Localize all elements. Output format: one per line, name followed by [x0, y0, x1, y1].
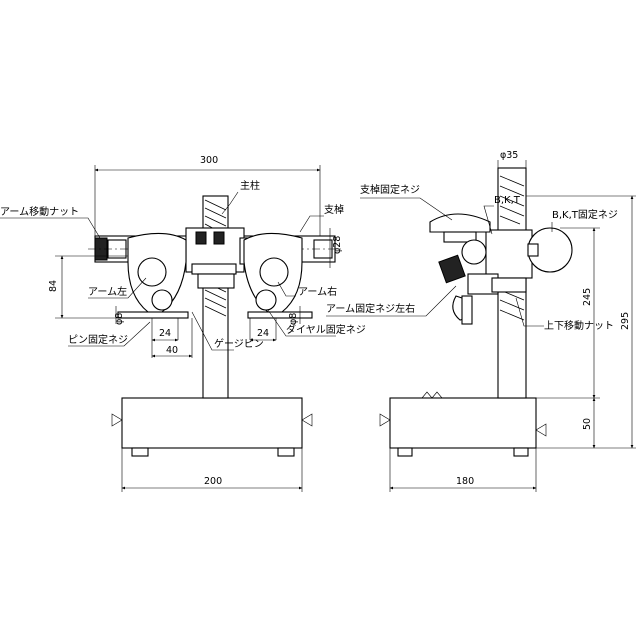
dim-phi28: φ28: [329, 228, 343, 268]
label-updown-nut: 上下移動ナット: [544, 319, 614, 332]
label-dial-lock-screw: ダイヤル固定ネジ: [286, 323, 366, 336]
dim-phi28-label: φ28: [332, 236, 343, 254]
front-callouts: 主柱 支棹 アーム移動ナット アーム左 アーム右 ピン固定ネジ ゲージピン ダイ…: [0, 179, 366, 351]
front-clamp-block: [185, 227, 253, 289]
dim-phi8-right: φ8: [288, 306, 301, 325]
front-base: [111, 397, 313, 457]
dim-84: 84: [48, 255, 128, 319]
side-callouts: 支棹固定ネジ B,K,T B,K,T固定ネジ アーム固定ネジ左右 上下移動ナット: [326, 183, 618, 332]
label-arm-move-nut: アーム移動ナット: [0, 205, 79, 218]
front-main-column: [202, 195, 229, 399]
label-arm-left: アーム左: [88, 285, 127, 298]
dim-24-right: 24: [249, 318, 277, 342]
dim-245-label: 245: [582, 288, 593, 306]
side-rod-lock-knob: [429, 213, 491, 325]
label-support-rod: 支棹: [324, 203, 344, 216]
dim-40: 40: [151, 318, 193, 358]
label-bkt: B,K,T: [494, 195, 521, 206]
side-bkt-sphere: [527, 227, 573, 273]
dim-heights: 295 245 50: [526, 195, 636, 449]
label-gauge-pin: ゲージピン: [214, 338, 264, 350]
dim-295-label: 295: [620, 312, 631, 330]
dim-180: 180: [389, 448, 537, 492]
side-base: [379, 391, 547, 457]
dim-300: 300: [94, 155, 321, 236]
dim-200-label: 200: [204, 476, 222, 487]
dim-24-left-label: 24: [159, 328, 171, 339]
dim-50-label: 50: [582, 418, 593, 430]
dim-180-label: 180: [456, 476, 474, 487]
label-rod-lock-screw: 支棹固定ネジ: [360, 183, 420, 196]
label-main-column: 主柱: [240, 179, 260, 192]
label-bkt-lock-screw: B,K,T固定ネジ: [552, 208, 618, 221]
dim-phi35-label: φ35: [500, 150, 518, 161]
dim-phi8-left-label: φ8: [114, 313, 125, 325]
front-view: 300 84 φ28 φ8 φ8 24: [0, 155, 366, 492]
dim-phi35: φ35: [497, 150, 527, 168]
front-arm-left: [117, 232, 189, 319]
label-pin-lock-screw: ピン固定ネジ: [68, 333, 128, 346]
dim-phi8-left: φ8: [114, 306, 125, 325]
label-arm-right: アーム右: [298, 285, 337, 298]
dim-300-label: 300: [200, 155, 218, 166]
dim-24-right-label: 24: [257, 328, 269, 339]
dim-200: 200: [121, 448, 303, 492]
dim-24-left: 24: [151, 318, 179, 358]
dim-84-label: 84: [48, 280, 59, 292]
label-arm-lock-screw-lr: アーム固定ネジ左右: [326, 302, 415, 315]
front-arm-right: [243, 232, 313, 319]
side-clamp-body: [467, 229, 533, 295]
dim-40-label: 40: [166, 345, 178, 356]
side-view: φ35 295 245 50 180 支棹固定ネジ B,K,T: [326, 150, 636, 492]
dim-phi8-right-label: φ8: [288, 313, 299, 325]
